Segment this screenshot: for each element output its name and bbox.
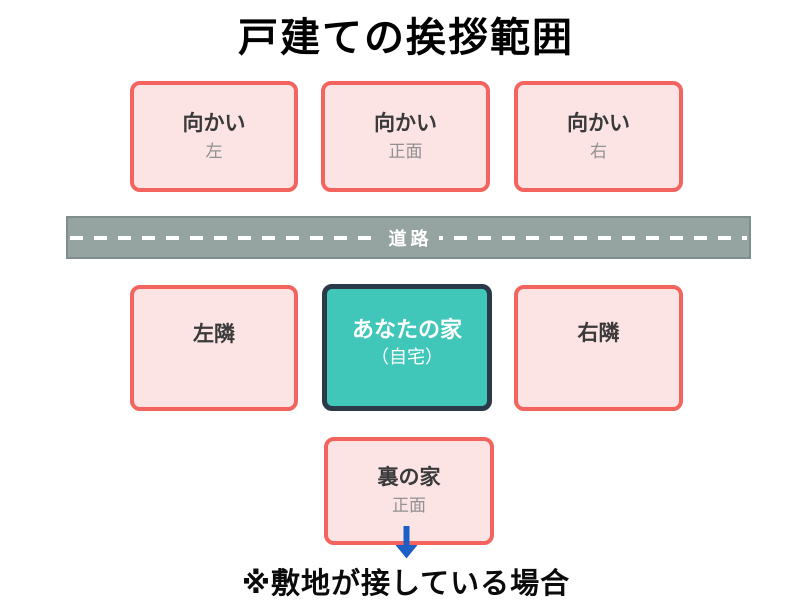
box-front-left-label: 向かい — [182, 111, 246, 135]
road-label: 道路 — [378, 222, 439, 253]
box-front-right: 向かい 右 — [514, 81, 683, 192]
box-front-left-sublabel: 左 — [205, 141, 223, 161]
down-arrow-icon — [395, 526, 418, 559]
box-right-neighbor-label: 右隣 — [577, 321, 620, 345]
box-your-house: あなたの家 （自宅） — [322, 284, 492, 411]
box-left-neighbor: 左隣 — [130, 285, 298, 411]
box-front-center-label: 向かい — [374, 111, 437, 135]
page-title: 戸建ての挨拶範囲 — [238, 16, 574, 60]
box-front-right-label: 向かい — [567, 111, 630, 135]
box-right-neighbor: 右隣 — [514, 285, 683, 411]
box-front-center: 向かい 正面 — [321, 81, 490, 192]
road-band: 道路 — [66, 216, 751, 259]
box-front-right-sublabel: 右 — [590, 141, 607, 161]
note-text: ※敷地が接している場合 — [241, 568, 571, 600]
box-your-house-label: あなたの家 — [351, 317, 462, 343]
box-your-house-sublabel: （自宅） — [371, 346, 443, 367]
box-left-neighbor-label: 左隣 — [193, 322, 235, 346]
box-front-center-sublabel: 正面 — [388, 141, 423, 161]
box-back-house-sublabel: 正面 — [392, 496, 426, 516]
box-front-left: 向かい 左 — [130, 81, 298, 192]
box-back-house-label: 裏の家 — [377, 466, 441, 490]
